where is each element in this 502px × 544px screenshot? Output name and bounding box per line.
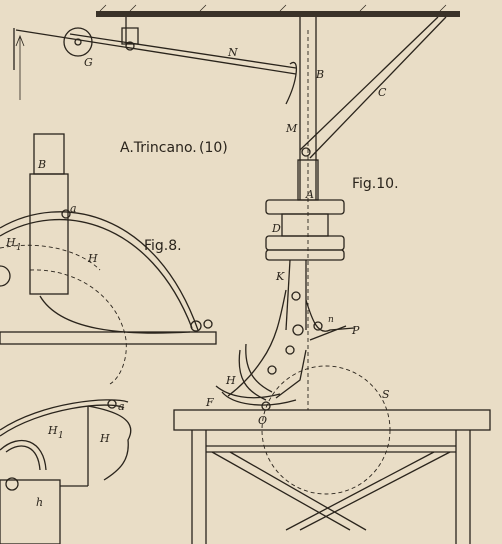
fig8-label-H1: H bbox=[5, 236, 16, 249]
label-C: C bbox=[378, 86, 387, 99]
fig10-lower-mechanism bbox=[215, 289, 355, 411]
label-N: N bbox=[227, 46, 238, 59]
fig9-label-H1-sub: 1 bbox=[58, 431, 64, 441]
author-title: A.Trincano. bbox=[120, 140, 197, 156]
label-S: S bbox=[382, 388, 390, 401]
fig10-column-B bbox=[299, 17, 317, 410]
label-O: O bbox=[258, 414, 267, 427]
fig9-label-h: h bbox=[36, 496, 43, 509]
label-D: D bbox=[271, 222, 281, 235]
label-A: A bbox=[305, 188, 314, 201]
fig8-label-B: B bbox=[37, 158, 46, 171]
fig10-caption: Fig.10. bbox=[352, 176, 399, 192]
label-M: M bbox=[285, 122, 298, 135]
fig9-label-H1: H bbox=[47, 424, 58, 437]
fig10-table bbox=[173, 409, 491, 544]
fig8-label-H: H bbox=[87, 252, 98, 265]
fig9-label-a: a bbox=[118, 400, 125, 413]
label-F: F bbox=[205, 396, 214, 409]
ceiling-beam bbox=[96, 4, 460, 17]
label-n: n bbox=[328, 315, 334, 325]
fig8-caption: Fig.8. bbox=[144, 238, 182, 254]
fig8-machine bbox=[0, 133, 217, 385]
label-B: B bbox=[315, 68, 324, 81]
fig9-label-H: H bbox=[99, 432, 110, 445]
label-K: K bbox=[275, 270, 285, 283]
fig9-machine bbox=[0, 399, 132, 544]
fig8-label-H1-sub: 1 bbox=[16, 243, 22, 253]
fig10-brace-C bbox=[299, 16, 447, 159]
plate-number: (10) bbox=[199, 140, 228, 156]
fig8-label-a: a bbox=[70, 202, 77, 215]
label-P: P bbox=[351, 324, 360, 337]
label-G: G bbox=[84, 56, 93, 69]
label-H: H bbox=[225, 374, 236, 387]
fig10-clamp-assembly bbox=[265, 159, 345, 331]
fig10-lever-N bbox=[13, 17, 297, 105]
